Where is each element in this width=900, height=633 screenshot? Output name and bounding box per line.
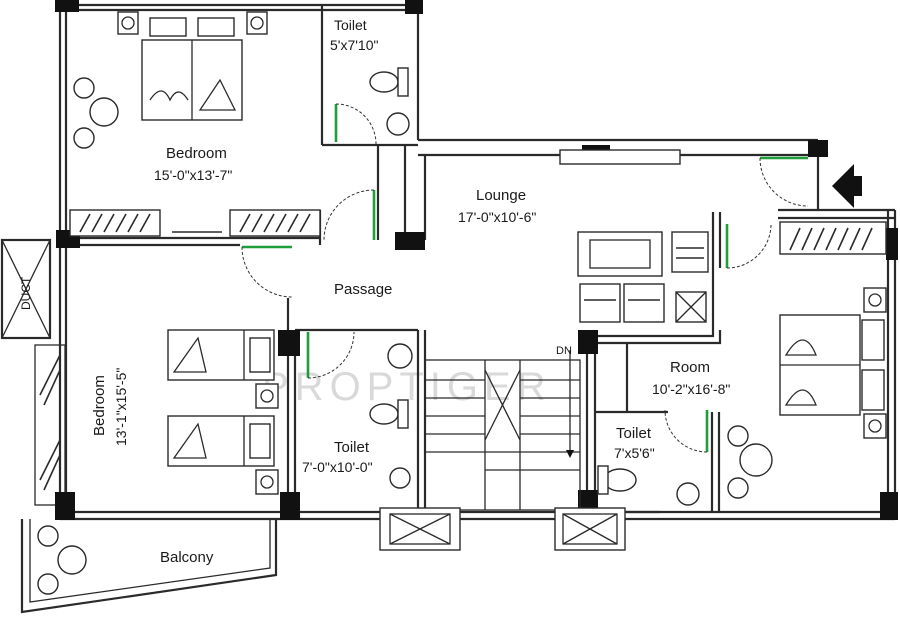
toilet-mid-name: Toilet (334, 439, 370, 456)
duct-name: DUCT (19, 276, 33, 310)
balcony-name: Balcony (160, 549, 214, 566)
bedroom-top-furniture (69, 11, 321, 237)
room-labels: Bedroom 15'-0"x13'-7" Toilet 5'x7'10" Lo… (19, 17, 730, 566)
room-dim: 10'-2"x16'-8" (652, 381, 730, 397)
toilet-top-fixtures (369, 67, 410, 136)
room-furniture (727, 221, 887, 499)
bedroom-top-dim: 15'-0"x13'-7" (154, 167, 232, 183)
toilet-right-dim: 7'x5'6" (614, 445, 655, 461)
bedroom-left-dim: 13'-1"x15'-5" (113, 368, 129, 446)
toilet-mid-fixtures (369, 343, 413, 489)
lounge-name: Lounge (476, 187, 526, 204)
bedroom-left-name: Bedroom (91, 375, 108, 436)
passage-name: Passage (334, 281, 392, 298)
bedroom-left-furniture (39, 329, 279, 513)
stair-dn-label: DN (556, 345, 572, 357)
bedroom-top-name: Bedroom (166, 145, 227, 162)
balcony-furniture (37, 525, 87, 595)
toilet-right-name: Toilet (616, 425, 652, 442)
toilet-top-dim: 5'x7'10" (330, 37, 378, 53)
toilet-right-fixtures (597, 465, 700, 506)
toilet-top-name: Toilet (334, 17, 367, 33)
room-name: Room (670, 359, 710, 376)
toilet-mid-dim: 7'-0"x10'-0" (302, 459, 373, 475)
lounge-dim: 17'-0"x10'-6" (458, 209, 536, 225)
lounge-furniture (559, 149, 862, 323)
doors (241, 103, 809, 453)
staircase (379, 350, 626, 551)
